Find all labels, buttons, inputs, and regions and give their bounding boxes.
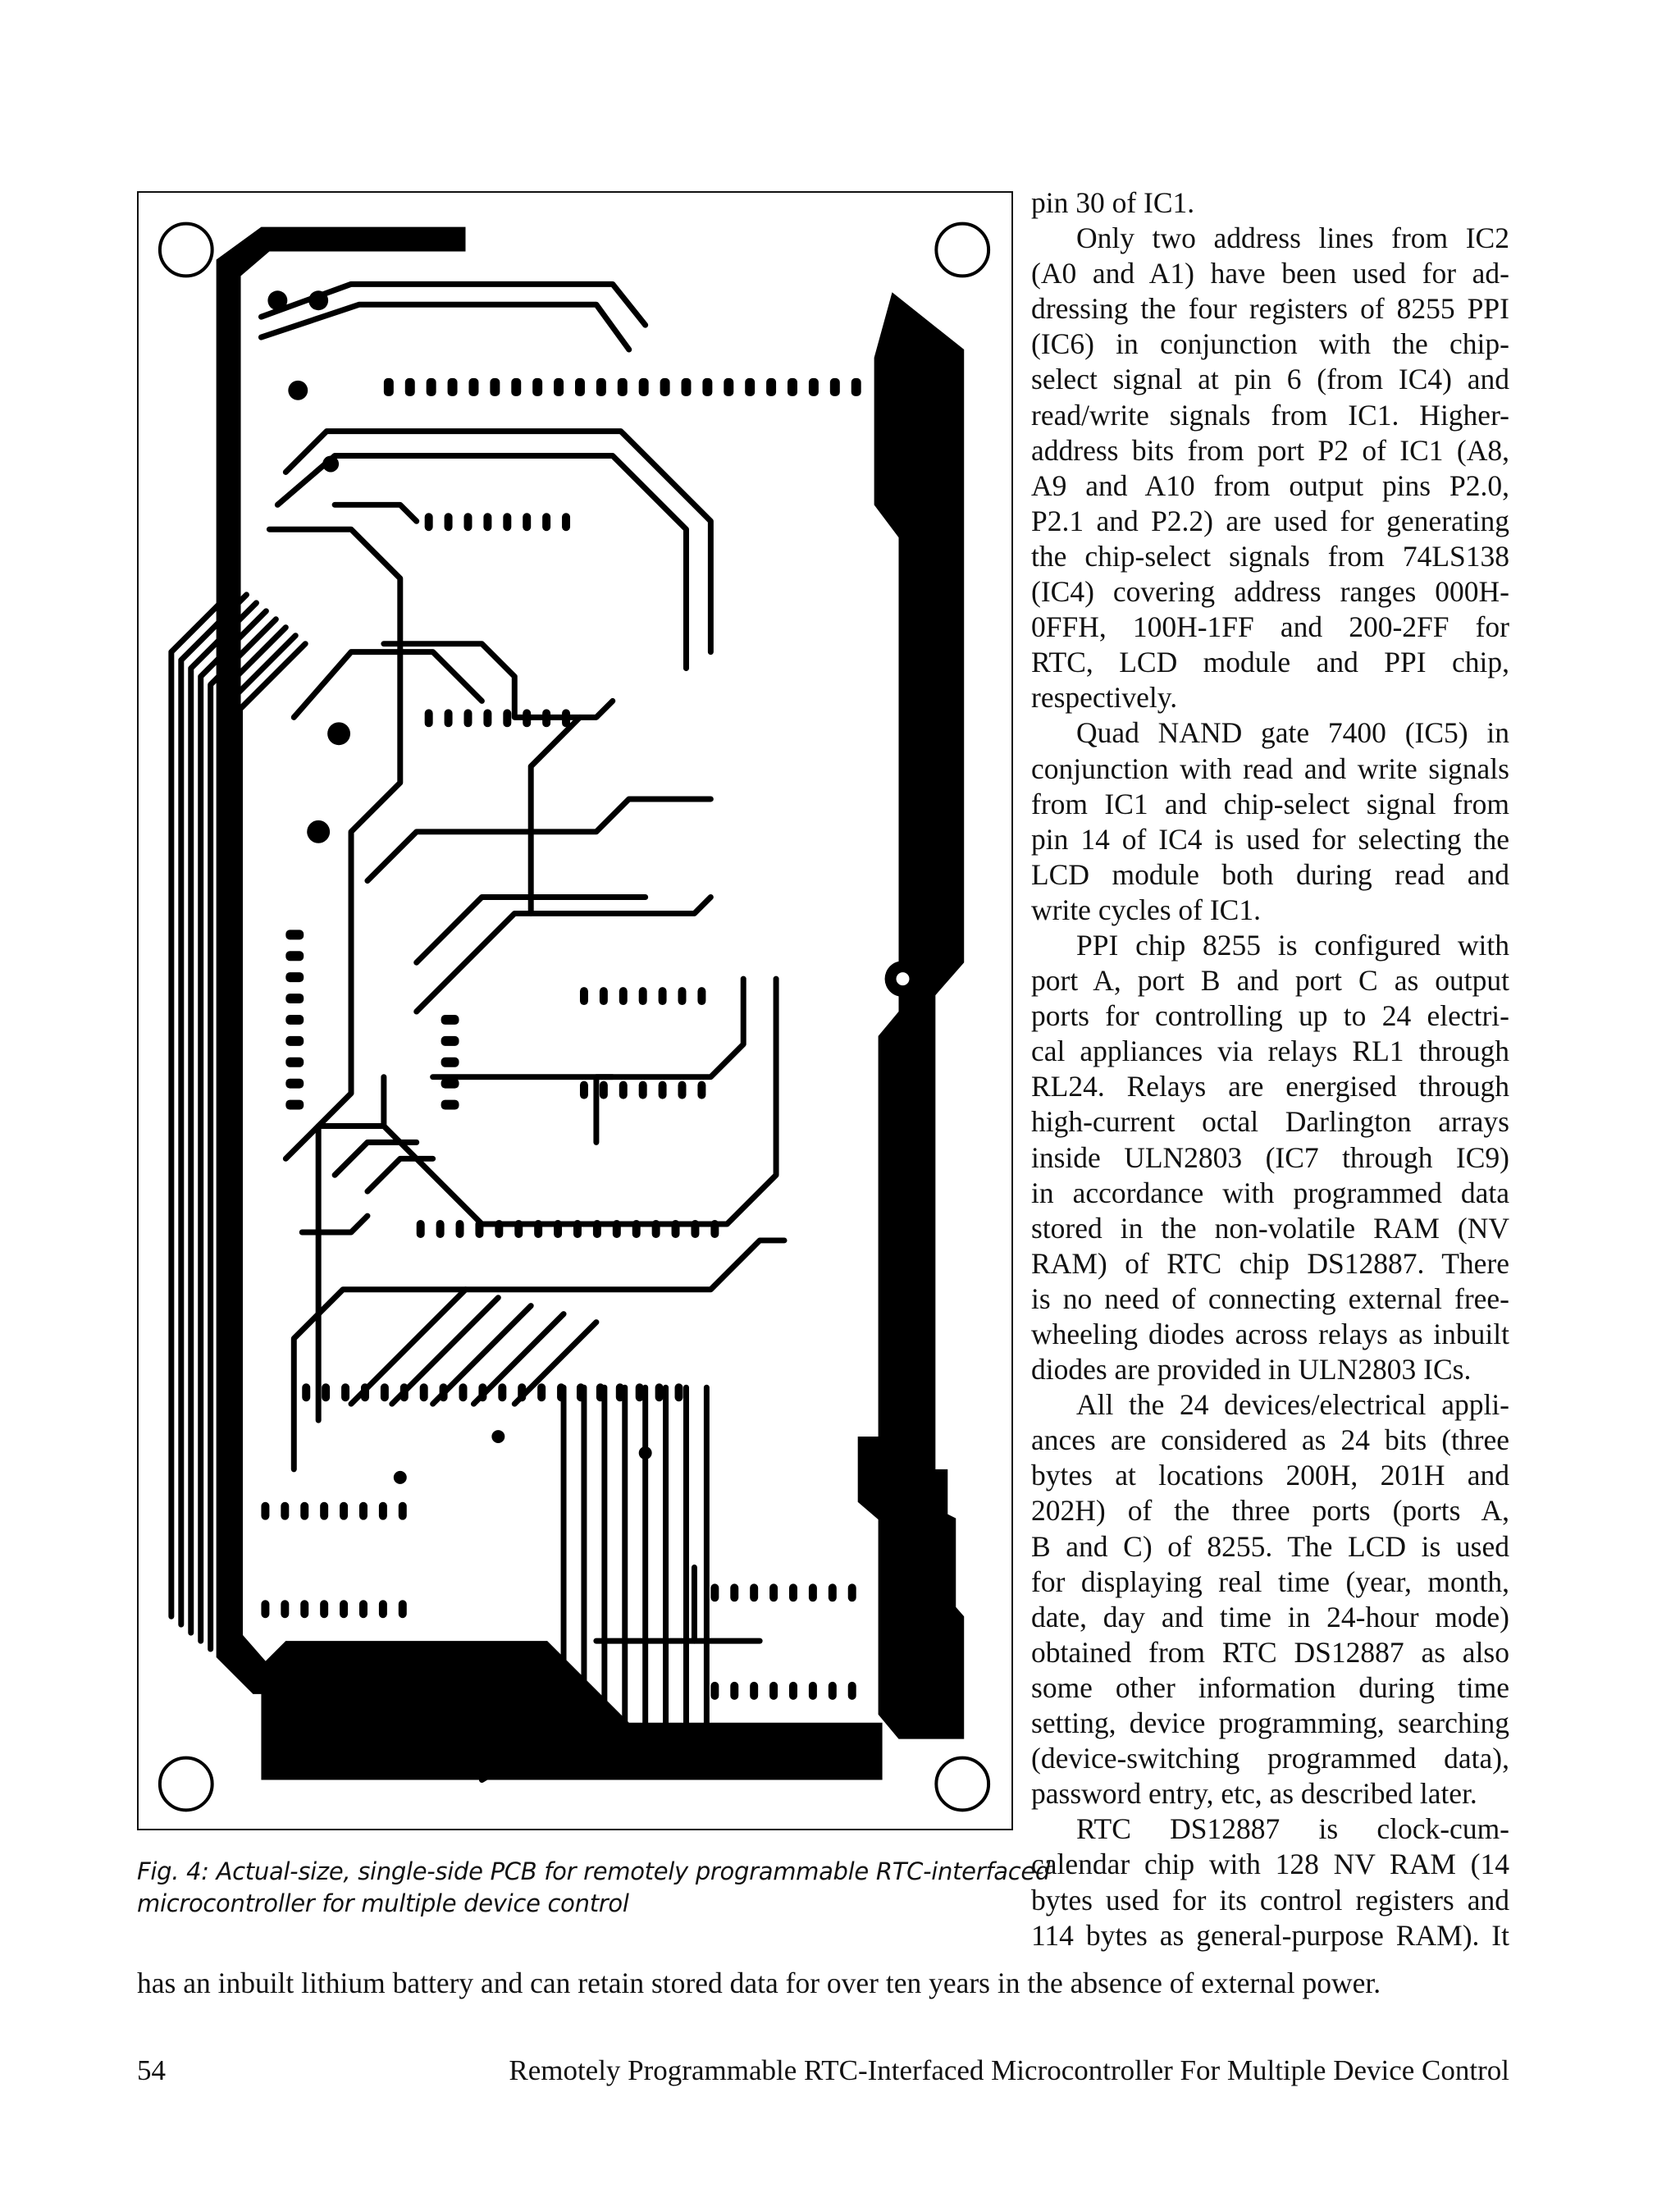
text-line: RL24. Relays are energised through [1031,1070,1509,1103]
text-line: 202H) of the three ports (ports A, [1031,1494,1509,1528]
text-line: LCD module both during read and [1031,857,1509,891]
text-line: wheeling diodes across relays as inbuilt [1031,1318,1509,1350]
page-number: 54 [137,2054,166,2086]
text-line: P2.1 and P2.2) are used for generating [1031,504,1509,537]
text-line: password entry, etc, as described later. [1031,1777,1477,1811]
text-line: setting, device programming, searching [1031,1706,1509,1740]
text-line: port A, port B and port C as output [1031,964,1509,998]
text-line: (device-switching programmed data), [1031,1742,1509,1775]
text-line: (IC4) covering address ranges 000H- [1031,575,1509,609]
text-line: bytes at locations 200H, 201H and [1031,1459,1509,1492]
text-line: All the 24 devices/electrical appli- [1076,1388,1509,1422]
text-line: for displaying real time (year, month, [1031,1565,1509,1598]
text-line: address bits from port P2 of IC1 (A8, [1031,433,1509,467]
text-line: dressing the four registers of 8255 PPI [1031,292,1509,326]
text-line: PPI chip 8255 is configured with [1076,928,1509,962]
text-line: from IC1 and chip-select signal from [1031,787,1509,820]
text-line: Quad NAND gate 7400 (IC5) in [1076,716,1509,750]
copper-traces [168,281,788,1783]
text-line: cal appliances via relays RL1 through [1031,1035,1509,1068]
text-line: respectively. [1031,681,1178,715]
text-line: in accordance with programmed data [1031,1176,1509,1209]
text-line: pin 14 of IC4 is used for selecting the [1031,822,1509,856]
text-line: the chip-select signals from 74LS138 [1031,539,1509,573]
text-line: select signal at pin 6 (from IC4) and [1031,363,1509,396]
caption-line: microcontroller for multiple device cont… [137,1889,629,1917]
text-line: obtained from RTC DS12887 as also [1031,1635,1509,1669]
text-line: 0FFH, 100H-1FF and 200-2FF for [1031,610,1509,644]
text-line: (A0 and A1) have been used for ad- [1031,257,1509,290]
text-line: RTC DS12887 is clock-cum- [1076,1812,1509,1846]
page-footer: 54 Remotely Programmable RTC-Interfaced … [137,2053,1509,2089]
figure-caption: Fig. 4: Actual-size, single-side PCB for… [137,1856,1051,1920]
text-line: Only two address lines from IC2 [1076,222,1509,255]
text-line: pin 30 of IC1. [1031,186,1195,219]
caption-line: Fig. 4: Actual-size, single-side PCB for… [137,1857,1051,1885]
continuation-line: has an inbuilt lithium battery and can r… [137,1967,1381,1999]
text-line: bytes used for its control registers and [1031,1883,1509,1916]
text-line: (IC6) in conjunction with the chip- [1031,327,1509,361]
ic-pads [261,290,921,1700]
text-line: conjunction with read and write signals [1031,752,1509,785]
text-line: RAM) of RTC chip DS12887. There [1031,1246,1509,1280]
text-line: diodes are provided in ULN2803 ICs. [1031,1353,1472,1387]
ground-plane [216,226,965,1780]
text-line: write cycles of IC1. [1031,893,1261,926]
text-line: some other information during time [1031,1670,1509,1704]
text-line: inside ULN2803 (IC7 through IC9) [1031,1140,1509,1174]
pcb-layout-image [139,194,1011,1828]
text-line: ports for controlling up to 24 electri- [1031,999,1509,1033]
text-line: A9 and A10 from output pins P2.0, [1031,468,1509,502]
text-line: B and C) of 8255. The LCD is used [1031,1529,1509,1563]
running-title: Remotely Programmable RTC-Interfaced Mic… [509,2054,1509,2086]
text-line: calendar chip with 128 NV RAM (14 [1031,1848,1509,1881]
text-line: ances are considered as 24 bits (three [1031,1423,1509,1457]
text-line: 114 bytes as general-purpose RAM). It [1031,1918,1509,1952]
text-line: RTC, LCD module and PPI chip, [1031,646,1509,679]
text-line: read/write signals from IC1. Higher- [1031,398,1509,432]
mounting-holes [158,222,991,1812]
text-line: high-current octal Darlington arrays [1031,1105,1509,1139]
text-line: stored in the non-volatile RAM (NV [1031,1211,1509,1245]
text-line: is no need of connecting external free- [1031,1281,1509,1315]
pcb-figure [137,191,1013,1830]
body-text-column: pin 30 of IC1.Only two address lines fro… [1031,185,1509,1953]
text-line: date, day and time in 24-hour mode) [1031,1600,1509,1633]
